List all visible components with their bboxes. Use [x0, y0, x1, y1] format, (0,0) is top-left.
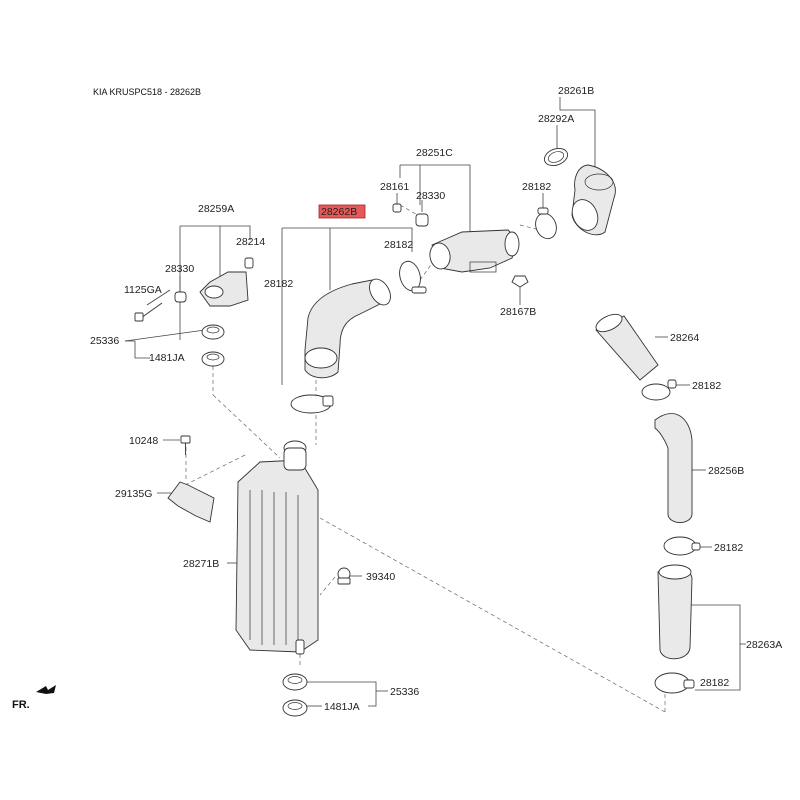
bracket-29135G	[167, 481, 215, 523]
hose-28263A	[657, 564, 693, 660]
label-28182-d[interactable]: 28182	[692, 380, 721, 392]
label-28256B[interactable]: 28256B	[708, 465, 744, 477]
label-28259A[interactable]: 28259A	[198, 203, 234, 215]
label-28330-top[interactable]: 28330	[416, 190, 445, 202]
label-28263A[interactable]: 28263A	[746, 639, 782, 651]
label-1481JA-top[interactable]: 1481JA	[149, 352, 185, 364]
bolt-10248	[180, 435, 191, 455]
label-29135G[interactable]: 29135G	[115, 488, 152, 500]
label-28271B[interactable]: 28271B	[183, 558, 219, 570]
clamp-28182-e	[663, 536, 701, 556]
label-1125GA[interactable]: 1125GA	[124, 284, 162, 296]
front-direction-label: FR.	[12, 699, 30, 711]
pipe-28251C	[429, 229, 520, 273]
intercooler-28271B	[235, 440, 319, 655]
label-28161[interactable]: 28161	[380, 181, 409, 193]
label-28214[interactable]: 28214	[236, 236, 265, 248]
label-28330-left[interactable]: 28330	[165, 263, 194, 275]
hose-28261B	[571, 164, 616, 236]
label-39340[interactable]: 39340	[366, 571, 395, 583]
target-part-highlight	[318, 204, 366, 219]
clamp-28182-c	[290, 394, 334, 414]
label-28182-b[interactable]: 28182	[384, 239, 413, 251]
label-10248[interactable]: 10248	[129, 435, 158, 447]
bushing-1481JA-bottom	[282, 699, 308, 717]
bushing-1481JA-top	[201, 351, 225, 367]
label-25336-top[interactable]: 25336	[90, 335, 119, 347]
clamp-28182-f	[654, 672, 695, 694]
grommet-28330-top	[415, 213, 429, 227]
bushing-25336-top	[201, 324, 225, 340]
clamp-28182-a	[535, 207, 557, 240]
hose-28264	[595, 313, 659, 381]
label-28167B[interactable]: 28167B	[500, 306, 536, 318]
part-labels: 28261B 28292A 28251C 28161 28330 28182 2…	[90, 85, 782, 713]
clamp-28182-b	[399, 260, 427, 294]
bolt-1125GA	[134, 302, 163, 322]
hose-28256B	[654, 413, 693, 523]
label-28261B[interactable]: 28261B	[558, 85, 594, 97]
label-28264[interactable]: 28264	[670, 332, 699, 344]
clamp-28182-d	[641, 379, 677, 401]
label-28182-f[interactable]: 28182	[700, 677, 729, 689]
grommet-28330-left	[174, 291, 187, 303]
bolt-28167B	[511, 275, 529, 288]
bushing-25336-bottom	[282, 673, 308, 691]
bolt-28214	[244, 257, 254, 269]
diagram-title: KIA KRUSPC518 - 28262B	[93, 87, 201, 97]
leader-lines	[124, 97, 746, 707]
hose-28262B	[304, 278, 391, 379]
sensor-39340	[337, 567, 351, 585]
label-28262B[interactable]: 28262B	[321, 206, 357, 218]
label-25336-bottom[interactable]: 25336	[390, 686, 419, 698]
bracket-28259A	[199, 271, 249, 307]
label-28251C[interactable]: 28251C	[416, 147, 453, 159]
bolt-28161	[392, 203, 402, 213]
label-28182-e[interactable]: 28182	[714, 542, 743, 554]
clamp-28292A	[543, 147, 569, 167]
assembly-dashed-lines	[184, 204, 666, 713]
label-28182-c[interactable]: 28182	[264, 278, 293, 290]
label-28182-a[interactable]: 28182	[522, 181, 551, 193]
front-direction-arrow: FR.	[12, 685, 56, 711]
label-28292A[interactable]: 28292A	[538, 113, 574, 125]
label-1481JA-bottom[interactable]: 1481JA	[324, 701, 360, 713]
